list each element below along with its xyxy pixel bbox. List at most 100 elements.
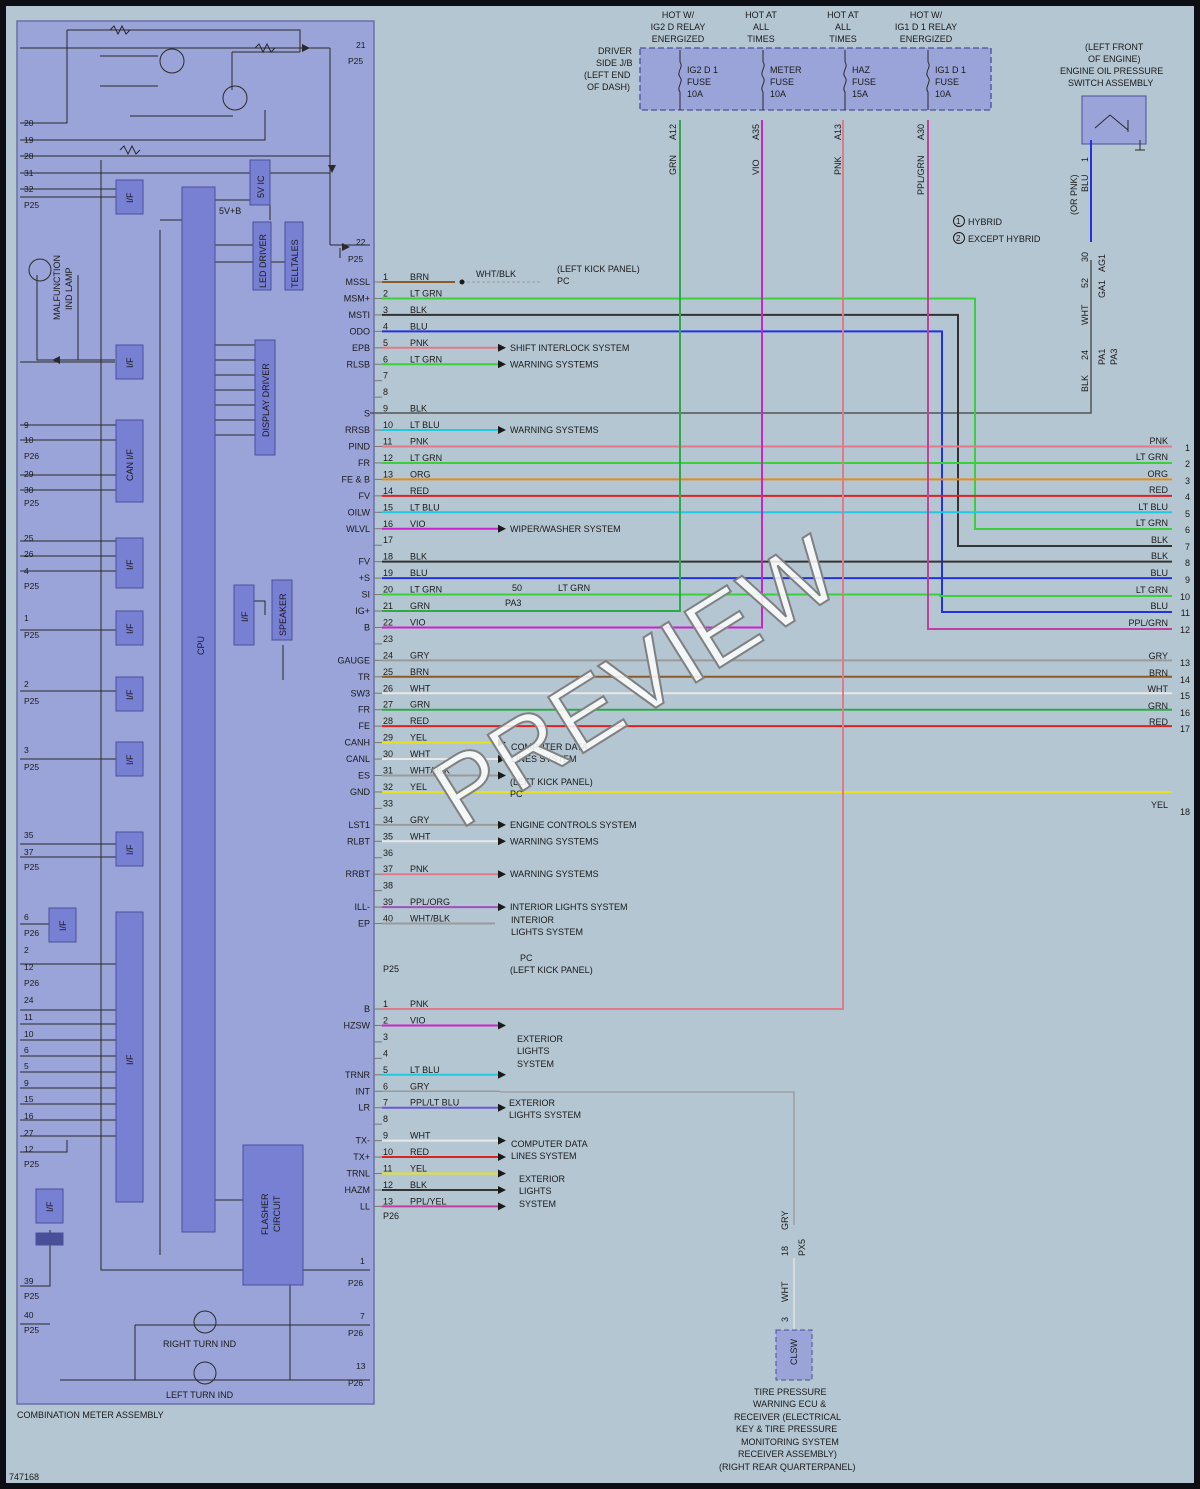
pc-label: PC	[557, 276, 570, 286]
telltales-label: TELLTALES	[290, 239, 300, 288]
right-edge-number: 13	[1180, 658, 1190, 668]
svg-text:P25: P25	[24, 1159, 39, 1169]
svg-text:GA1: GA1	[1097, 280, 1107, 298]
right-turn-indicator-icon	[193, 1310, 217, 1334]
fuse-wire: VIO	[751, 159, 761, 175]
svg-text:3: 3	[24, 745, 29, 755]
svg-text:9: 9	[24, 420, 29, 430]
p25-pin-38: 38	[383, 881, 393, 891]
svg-text:1: 1	[360, 1256, 365, 1266]
pin-number: 16	[383, 519, 393, 529]
pin-wire-color: LT GRN	[410, 585, 442, 595]
pin-wire-color: PPL/YEL	[410, 1196, 447, 1206]
arrow-icon	[498, 360, 506, 369]
right-wire-color: BRN	[1149, 668, 1168, 678]
if-block	[35, 1188, 64, 1224]
svg-text:35: 35	[24, 830, 34, 840]
pin-wire-color: VIO	[410, 617, 426, 627]
if-block	[48, 907, 77, 943]
svg-text:LIGHTS: LIGHTS	[517, 1046, 550, 1056]
legend-except-hybrid: EXCEPT HYBRID	[968, 234, 1041, 244]
svg-text:3: 3	[780, 1317, 790, 1322]
speaker-block	[271, 579, 293, 641]
led-driver-label: LED DRIVER	[258, 233, 268, 288]
pin-number: 22	[383, 617, 393, 627]
svg-text:1: 1	[24, 613, 29, 623]
svg-text:P26: P26	[24, 451, 39, 461]
pin-signal-name: PIND	[348, 442, 370, 452]
svg-text:26: 26	[24, 549, 34, 559]
fuse-name: IG2 D 1	[687, 65, 718, 75]
display-driver-label: DISPLAY DRIVER	[261, 363, 271, 437]
svg-text:1: 1	[1080, 157, 1090, 162]
svg-text:P25: P25	[24, 630, 39, 640]
malfunction-lamp-icon	[28, 258, 52, 282]
arrow-icon	[498, 1202, 506, 1211]
pin-wire-color: BLK	[410, 552, 427, 562]
if-label: I/F	[125, 754, 135, 765]
oil-switch-wht: WHT	[1080, 304, 1090, 325]
wire	[927, 120, 1172, 630]
svg-text:30: 30	[1080, 252, 1090, 262]
arrow-icon	[498, 837, 506, 846]
if-label: I/F	[58, 920, 68, 931]
pin-number: 6	[383, 1081, 388, 1091]
wire-destination: WARNING SYSTEMS	[510, 425, 599, 435]
oil-switch-title-2: OF ENGINE)	[1088, 54, 1141, 64]
right-wire-color: YEL	[1151, 800, 1168, 810]
oil-switch-group: (LEFT FRONT OF ENGINE) ENGINE OIL PRESSU…	[370, 42, 1163, 414]
right-edge-number: 7	[1185, 542, 1190, 552]
if-block	[115, 676, 144, 712]
tire-ecu-pin: CLSW	[789, 1338, 799, 1365]
pin-wire-color: RED	[410, 486, 430, 496]
j-b-group: DRIVER SIDE J/B (LEFT END OF DASH)	[584, 46, 992, 111]
pin-wire-color: PPL/LT BLU	[410, 1098, 459, 1108]
if-block	[115, 179, 144, 215]
resistor-icon	[254, 42, 276, 54]
resistor-icon	[119, 144, 141, 156]
pin-wire-color: LT BLU	[410, 1065, 440, 1075]
legend-hybrid: HYBRID	[968, 217, 1003, 227]
pin-number: 8	[383, 387, 388, 397]
fuse-wire: PPL/GRN	[916, 155, 926, 195]
p25-pin-36: 36	[383, 848, 393, 858]
flasher-block	[242, 1144, 304, 1286]
right-edge-number: 6	[1185, 525, 1190, 535]
pin-number: 3	[383, 1032, 388, 1042]
wire-destination: WARNING SYSTEMS	[510, 359, 599, 369]
wire-destination: INTERIOR LIGHTS SYSTEM	[510, 902, 628, 912]
pin-signal-name: LL	[360, 1201, 370, 1211]
svg-text:13: 13	[356, 1361, 366, 1371]
arrow-icon	[498, 903, 506, 912]
fuse-name: FUSE	[852, 77, 876, 87]
pin-wire-color: WHT	[410, 683, 431, 693]
svg-text:39: 39	[24, 1276, 34, 1286]
right-edge-number: 3	[1185, 476, 1190, 486]
svg-text:LIGHTS SYSTEM: LIGHTS SYSTEM	[509, 1110, 581, 1120]
pin-number: 20	[383, 585, 393, 595]
svg-text:LINES SYSTEM: LINES SYSTEM	[511, 754, 577, 764]
arrow-icon	[498, 1103, 506, 1112]
pin-wire-color: PNK	[410, 864, 429, 874]
pin-wire-color: WHT	[410, 1131, 431, 1141]
fuse-hot-label: TIMES	[829, 34, 857, 44]
right-edge-number: 16	[1180, 708, 1190, 718]
svg-text:7: 7	[360, 1311, 365, 1321]
svg-text:9: 9	[24, 1078, 29, 1088]
right-wire-color: PNK	[1149, 436, 1168, 446]
svg-text:LINES SYSTEM: LINES SYSTEM	[511, 1151, 577, 1161]
v5b-label: 5V+B	[219, 206, 241, 216]
